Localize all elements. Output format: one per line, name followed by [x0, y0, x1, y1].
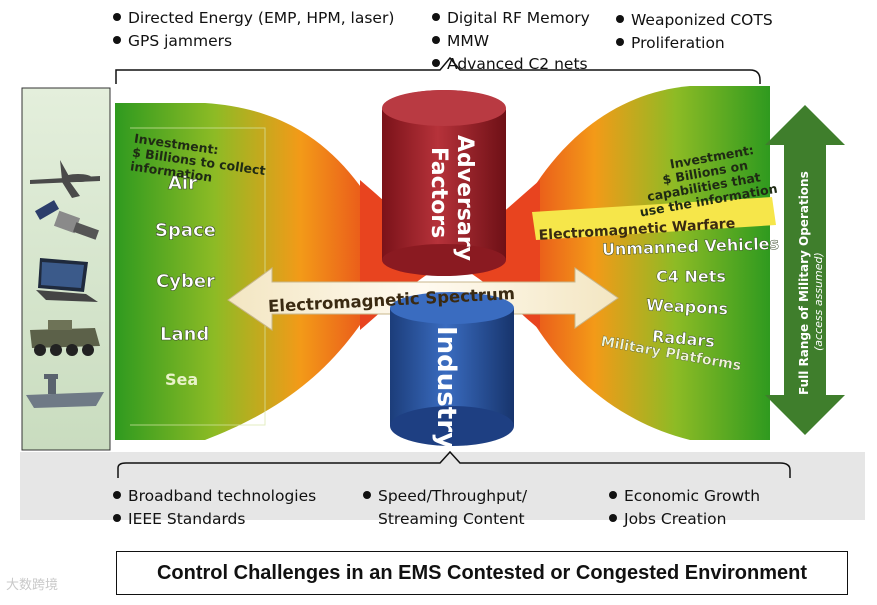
- domain-sea: Sea: [165, 370, 198, 389]
- bullet-dot-icon: [113, 513, 121, 522]
- top-bullets-col3: Weaponized COTS Proliferation: [616, 9, 773, 55]
- domain-space: Space: [155, 220, 216, 241]
- bullet-dot-icon: [432, 58, 440, 67]
- bottom-bracket: [117, 450, 791, 478]
- bullet-item: Proliferation: [616, 32, 773, 55]
- bottom-bullets-col2: Speed/Throughput/ Streaming Content: [363, 485, 527, 531]
- bullet-dot-icon: [432, 12, 440, 21]
- drone-icon: [30, 160, 100, 198]
- bullet-dot-icon: [363, 490, 371, 499]
- bullet-item: Jobs Creation: [609, 508, 760, 531]
- bullet-dot-icon: [113, 35, 121, 44]
- factors-label: Factors: [426, 147, 451, 238]
- bullet-item: GPS jammers: [113, 30, 394, 53]
- bullet-item: Weaponized COTS: [616, 9, 773, 32]
- laptop-icon: [36, 258, 98, 302]
- top-bullets-col2: Digital RF Memory MMW Advanced C2 nets: [432, 7, 590, 76]
- industry-label: Industry: [431, 326, 461, 449]
- bullet-item: Economic Growth: [609, 485, 760, 508]
- bullet-dot-icon: [432, 35, 440, 44]
- bullet-item: Advanced C2 nets: [432, 53, 590, 76]
- top-bracket: [115, 56, 761, 84]
- right-item-c4-nets: C4 Nets: [656, 267, 726, 286]
- top-bullets-col1: Directed Energy (EMP, HPM, laser) GPS ja…: [113, 7, 394, 53]
- adversary-label: Adversary: [452, 135, 477, 261]
- bullet-item: Broadband technologies: [113, 485, 316, 508]
- bullet-dot-icon: [113, 490, 121, 499]
- satellite-icon: [34, 200, 99, 240]
- right-item-weapons: Weapons: [646, 295, 729, 318]
- right-wing: [500, 86, 770, 440]
- domain-air: Air: [168, 173, 197, 194]
- military-operations-arrow: [765, 105, 845, 435]
- bullet-dot-icon: [609, 490, 617, 499]
- bottom-bullets-col3: Economic Growth Jobs Creation: [609, 485, 760, 531]
- bullet-dot-icon: [113, 12, 121, 21]
- page-title-box: Control Challenges in an EMS Contested o…: [116, 551, 848, 595]
- side-arrow-sublabel: (access assumed): [812, 252, 825, 351]
- side-arrow-label: Full Range of Military Operations: [797, 171, 811, 395]
- bullet-dot-icon: [609, 513, 617, 522]
- armored-vehicle-icon: [30, 320, 100, 356]
- domain-cyber: Cyber: [156, 271, 215, 292]
- bullet-item: Digital RF Memory: [432, 7, 590, 30]
- watermark: 大数跨境: [6, 578, 59, 593]
- bullet-dot-icon: [616, 37, 624, 46]
- bullet-item: MMW: [432, 30, 590, 53]
- industry-cylinder: [390, 292, 514, 446]
- ew-banner: [532, 197, 776, 240]
- bullet-item: Speed/Throughput/: [363, 485, 527, 508]
- adversary-factors-cylinder: [382, 90, 506, 276]
- aircraft-carrier-icon: [26, 374, 104, 408]
- right-item-radars: Radars: [651, 327, 715, 351]
- bullet-item: Directed Energy (EMP, HPM, laser): [113, 7, 394, 30]
- left-wing: [115, 103, 400, 440]
- bullet-item: IEEE Standards: [113, 508, 316, 531]
- domain-land: Land: [160, 324, 209, 345]
- bullet-item-continuation: Streaming Content: [378, 510, 525, 528]
- bullet-dot-icon: [616, 14, 624, 23]
- page-title: Control Challenges in an EMS Contested o…: [156, 561, 808, 584]
- bottom-bullets-col1: Broadband technologies IEEE Standards: [113, 485, 316, 531]
